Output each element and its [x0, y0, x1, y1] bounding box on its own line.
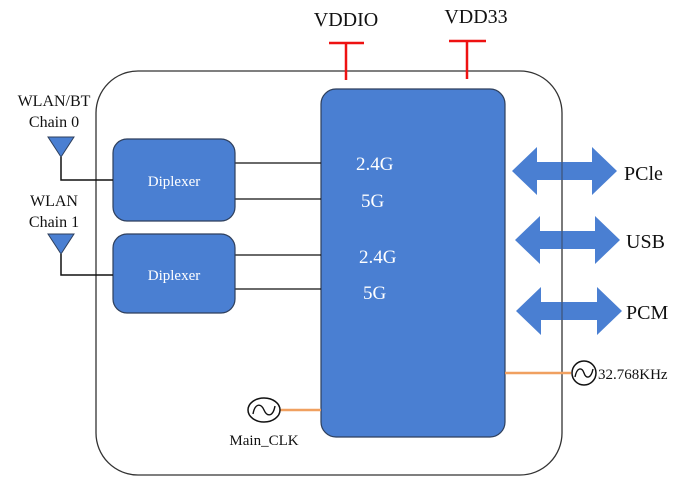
interface-label-pcie: PCle — [624, 163, 663, 185]
bidirectional-arrow-icon — [512, 147, 617, 195]
bidirectional-arrow-icon — [516, 287, 622, 335]
antenna-1-label-line1: WLAN — [30, 193, 78, 210]
oscillator-icon — [247, 397, 281, 423]
power-vdd33: VDD33 — [444, 6, 508, 79]
chip-port-2g4-a: 2.4G — [356, 154, 394, 175]
diplexer-1 — [112, 233, 236, 314]
clock-rtc-label: 32.768KHz — [598, 367, 668, 383]
antenna-0-label-line2: Chain 0 — [29, 114, 79, 131]
chip-port-5g-b: 5G — [363, 283, 387, 304]
antenna-1: WLAN Chain 1 — [29, 193, 113, 276]
interface-label-usb: USB — [626, 231, 665, 253]
interface-label-pcm: PCM — [626, 302, 668, 324]
diplexer-1-label: Diplexer — [148, 268, 200, 284]
chip-port-2g4-b: 2.4G — [359, 247, 397, 268]
antenna-1-label-line2: Chain 1 — [29, 214, 79, 231]
main-chip — [320, 88, 506, 438]
antenna-icon — [47, 136, 75, 158]
clock-main-label: Main_CLK — [229, 433, 298, 449]
bidirectional-arrow-icon — [515, 216, 620, 264]
chip-port-5g-a: 5G — [361, 191, 385, 212]
clock-rtc: 32.768KHz — [505, 360, 668, 386]
power-label-vddio: VDDIO — [314, 9, 378, 31]
antenna-0: WLAN/BT Chain 0 — [18, 93, 113, 181]
interface-pcm: PCM — [516, 287, 668, 335]
interface-pcie: PCle — [512, 147, 663, 195]
antenna-0-label-line1: WLAN/BT — [18, 93, 91, 110]
diplexer-0-label: Diplexer — [148, 174, 200, 190]
interface-usb: USB — [515, 216, 665, 264]
power-label-vdd33: VDD33 — [444, 6, 507, 28]
rf-wires — [235, 162, 321, 290]
power-vddio: VDDIO — [314, 9, 378, 80]
clock-main: Main_CLK — [229, 397, 321, 449]
antenna-icon — [47, 233, 75, 255]
oscillator-icon — [571, 360, 597, 386]
